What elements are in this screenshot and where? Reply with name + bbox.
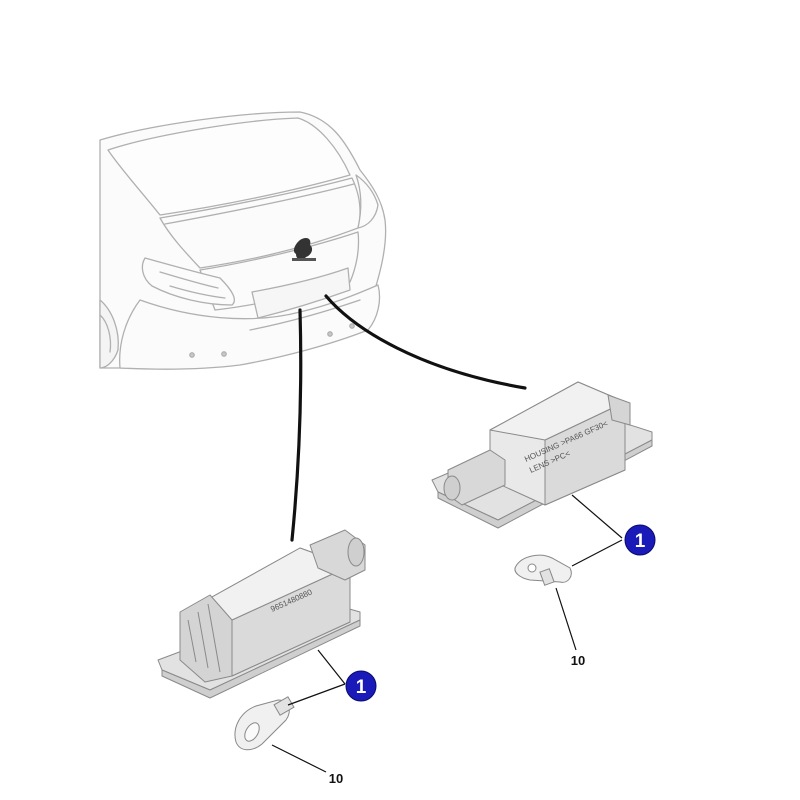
leader-line-left (290, 308, 303, 542)
right-taillight (355, 174, 379, 229)
rear-window (107, 117, 351, 216)
license-plate-recess (251, 267, 351, 319)
license-plate-lamp-icon (431, 381, 653, 529)
parking-sensor (221, 351, 227, 357)
peugeot-lion-logo (292, 237, 316, 261)
parking-sensor (327, 331, 333, 337)
bulb-callout-right: 10 (571, 653, 585, 668)
license-plate-lamp-icon (157, 529, 366, 699)
bulb-callout-left: 10 (329, 771, 343, 786)
left-taillight (141, 257, 235, 306)
wedge-bulb-icon (514, 554, 572, 586)
lamp-clip (607, 394, 631, 426)
leader-line-right (324, 294, 527, 390)
lamp-ribbed-clip (179, 594, 233, 683)
wedge-bulb-icon (234, 696, 295, 751)
leader-lines (290, 294, 527, 542)
callout-badge-right: 1 (624, 524, 656, 556)
callout-badge-left: 1 (345, 670, 377, 702)
parking-sensor (189, 352, 195, 358)
car-rear-illustration (99, 111, 387, 370)
parking-sensor (349, 323, 355, 329)
callout-lines (271, 494, 623, 773)
badge-left-label: 1 (356, 677, 367, 698)
badge-right-label: 1 (635, 531, 646, 552)
